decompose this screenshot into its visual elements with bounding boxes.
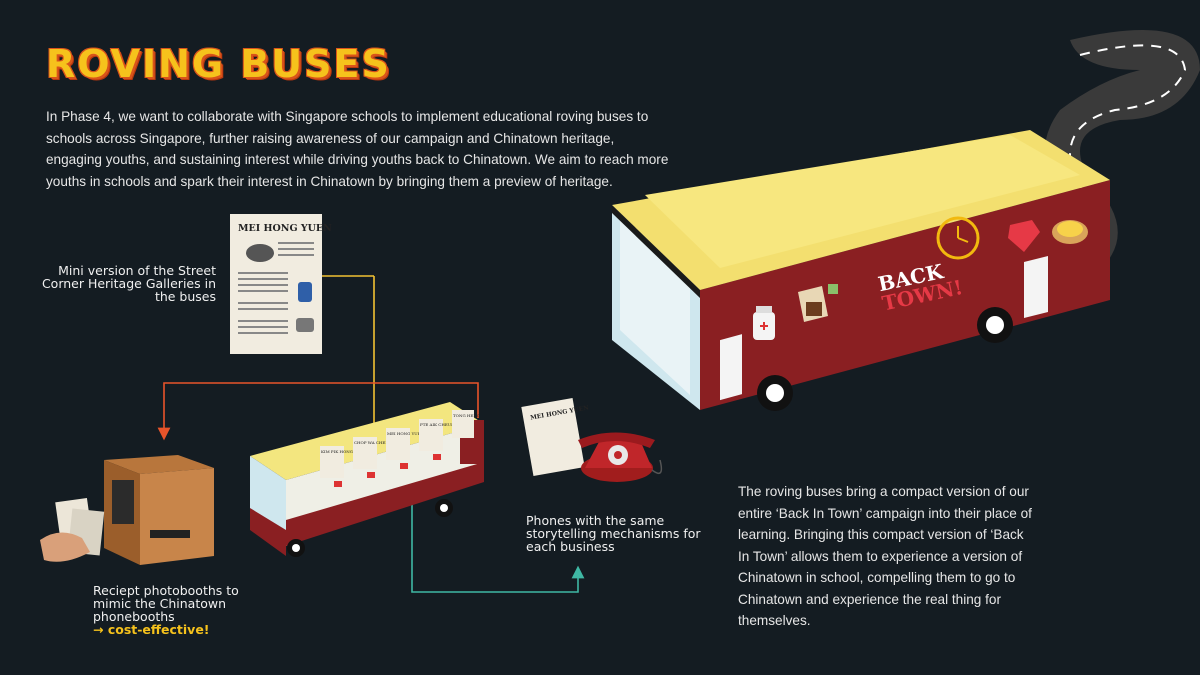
tea-bag-icon <box>798 286 828 322</box>
panel-2-label: CHOP WA CHEN <box>354 440 389 445</box>
poster-heading: MEI HONG YUEN <box>238 223 332 234</box>
label-mini-gallery: Mini version of the Street Corner Herita… <box>41 263 216 304</box>
ruby-gem-icon <box>1008 220 1040 252</box>
panel-4-label: PTE AIK CHEUK <box>420 422 455 427</box>
medicine-bottle-icon <box>753 306 775 340</box>
intro-paragraph: In Phase 4, we want to collaborate with … <box>46 109 669 189</box>
tea-tag-icon <box>828 284 838 294</box>
photobooth-illustration <box>104 455 214 565</box>
big-bus-illustration: BACK TOWN! <box>612 130 1110 411</box>
receipt-photos-illustration <box>40 497 105 562</box>
rotary-phone-illustration: MEI HONG YUEN <box>521 398 663 482</box>
label-phones: Phones with the same storytelling mechan… <box>526 513 701 554</box>
closing-paragraph: The roving buses bring a compact version… <box>738 484 1032 628</box>
panel-3-label: MEI HONG YUEN <box>387 431 425 436</box>
egg-tart-icon <box>1052 220 1088 244</box>
heritage-poster-illustration: MEI HONG YUEN <box>230 214 332 354</box>
mini-bus-illustration: KIM PIK HONG CHOP WA CHEN MEI HONG YUEN … <box>250 402 484 557</box>
connector-teal <box>411 478 585 593</box>
clock-icon <box>936 216 980 260</box>
page-title: ROVING BUSES <box>46 42 391 86</box>
label-receipt-text: Reciept photobooths to mimic the Chinato… <box>93 583 239 624</box>
label-receipt-photobooths: Reciept photobooths to mimic the Chinato… <box>93 584 273 636</box>
mini-bus-panels: KIM PIK HONG CHOP WA CHEN MEI HONG YUEN … <box>320 410 480 487</box>
connector-orange <box>157 382 479 441</box>
panel-5-label: TONG HENG <box>453 413 480 418</box>
panel-1-label: KIM PIK HONG <box>321 449 353 454</box>
label-cost-effective: → cost-effective! <box>93 622 210 637</box>
